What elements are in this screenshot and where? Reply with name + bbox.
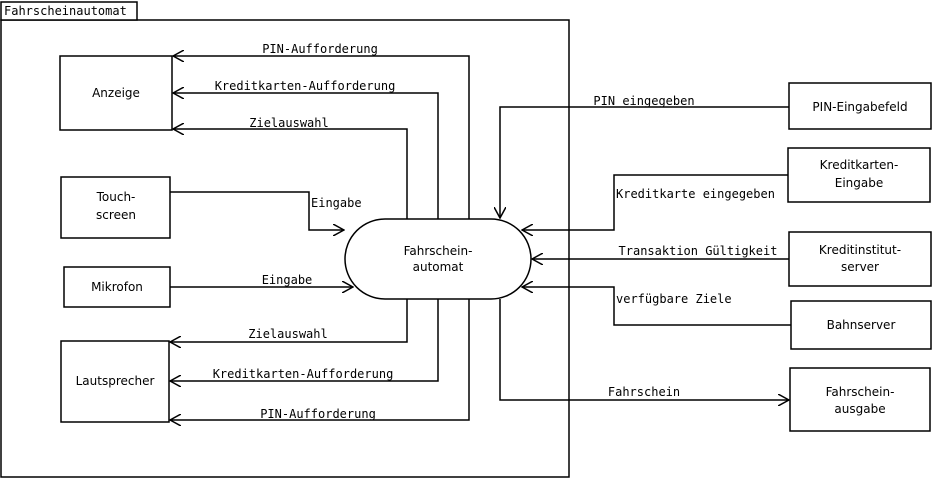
edge-label-zielauswahl-bottom: Zielauswahl xyxy=(248,327,327,341)
fahrschein-ausgabe-box xyxy=(789,367,931,432)
bahnserver-label: Bahnserver xyxy=(827,318,896,332)
lautsprecher-box xyxy=(60,340,170,423)
edge-kreditkarte-eingegeben xyxy=(522,174,788,230)
fahrschein-ausgabe-line1: Fahrschein- xyxy=(826,385,895,399)
edge-label-pin-eingegeben: PIN eingegeben xyxy=(593,94,694,108)
edge-label-eingabe-touch: Eingabe xyxy=(311,196,362,210)
edge-pin-aufforderung-top xyxy=(173,56,470,219)
anzeige-box xyxy=(59,55,173,131)
edge-zielauswahl-bottom xyxy=(170,299,408,342)
pin-eingabefeld-box xyxy=(788,82,932,130)
kreditinstitut-server-line2: server xyxy=(841,260,879,274)
kreditkarten-eingabe-box xyxy=(787,147,931,203)
kreditinstitut-server-line1: Kreditinstitut- xyxy=(819,243,901,257)
edge-label-pin-aufforderung-top: PIN-Aufforderung xyxy=(262,42,378,56)
edge-label-kk-aufforderung-bottom: Kreditkarten-Aufforderung xyxy=(213,367,394,381)
edge-zielauswahl-top xyxy=(173,129,408,219)
pin-eingabefeld-label: PIN-Eingabefeld xyxy=(812,100,907,114)
frame-title: Fahrscheinautomat xyxy=(4,4,127,18)
center-label-line2: automat xyxy=(413,260,464,274)
edge-label-fahrschein: Fahrschein xyxy=(608,385,680,399)
edge-verfuegbare-ziele xyxy=(522,287,791,326)
touchscreen-label-line1: Touch- xyxy=(96,190,136,204)
anzeige-label: Anzeige xyxy=(92,86,140,100)
edge-label-kreditkarte-eingegeben: Kreditkarte eingegeben xyxy=(616,187,775,201)
system-boundary xyxy=(0,19,570,478)
touchscreen-label-line2: screen xyxy=(96,208,136,222)
edge-kk-aufforderung-bottom xyxy=(170,299,439,381)
kreditinstitut-server-box xyxy=(788,231,932,287)
edge-label-transaktion: Transaktion Gültigkeit xyxy=(619,244,778,258)
edge-eingabe-touch xyxy=(170,191,344,230)
fahrschein-ausgabe-line2: ausgabe xyxy=(834,402,885,416)
bahnserver-box xyxy=(790,300,932,350)
edge-pin-aufforderung-bottom xyxy=(170,299,470,420)
center-node xyxy=(344,218,532,300)
edge-fahrschein xyxy=(499,299,789,400)
edge-label-verfuegbare-ziele: verfügbare Ziele xyxy=(616,292,732,306)
center-label-line1: Fahrschein- xyxy=(404,244,473,258)
edge-label-pin-aufforderung-bottom: PIN-Aufforderung xyxy=(260,407,376,421)
mikrofon-label: Mikrofon xyxy=(91,280,143,294)
edge-label-kk-aufforderung-top: Kreditkarten-Aufforderung xyxy=(215,79,396,93)
edge-label-zielauswahl-top: Zielauswahl xyxy=(249,116,328,130)
edge-pin-eingegeben xyxy=(500,106,789,218)
edge-kk-aufforderung-top xyxy=(173,93,439,219)
lautsprecher-label: Lautsprecher xyxy=(76,374,155,388)
edge-label-eingabe-mikrofon: Eingabe xyxy=(262,273,313,287)
kreditkarten-eingabe-line1: Kreditkarten- xyxy=(820,158,899,172)
touchscreen-box xyxy=(60,176,171,239)
frame-title-tab xyxy=(0,1,138,21)
kreditkarten-eingabe-line2: Eingabe xyxy=(835,176,884,190)
